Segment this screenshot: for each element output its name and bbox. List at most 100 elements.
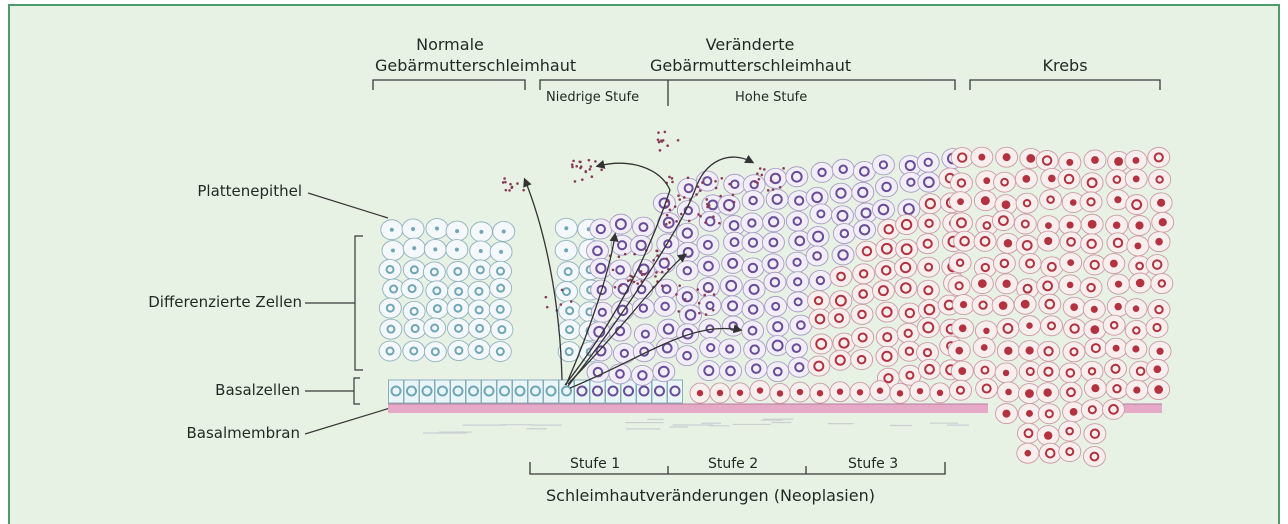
- virus-particle: [612, 269, 615, 272]
- dysplastic-cell: [895, 258, 917, 278]
- cancer-cell-nucleus: [1026, 346, 1034, 354]
- normal-cell-nucleus: [412, 246, 416, 250]
- dysplastic-cell-nucleus: [857, 389, 863, 395]
- cancer-cell: [1103, 315, 1125, 335]
- label-low-grade: Niedrige Stufe: [546, 90, 639, 105]
- dysplastic-cell: [876, 239, 898, 259]
- dysplastic-cell: [657, 234, 679, 254]
- dysplastic-cell: [852, 182, 874, 202]
- label-basalmembran: Basalmembran: [187, 424, 301, 442]
- virus-particle: [763, 168, 766, 171]
- cancer-cell-nucleus: [1048, 175, 1056, 183]
- dysplastic-cell: [762, 232, 784, 252]
- dysplastic-cell: [631, 365, 653, 385]
- virus-particle: [666, 214, 669, 217]
- dysplastic-cell: [830, 183, 852, 203]
- cancer-cell: [974, 360, 996, 380]
- header-cancer: Krebs: [1000, 55, 1130, 76]
- virus-particle: [574, 180, 577, 183]
- dysplastic-cell: [811, 162, 833, 182]
- virus-particle: [571, 166, 574, 169]
- cancer-cell-nucleus: [1133, 175, 1140, 182]
- virus-particle: [719, 195, 722, 198]
- dysplastic-cell: [918, 257, 940, 277]
- virus-particle: [619, 284, 622, 287]
- virus-particle: [665, 258, 668, 261]
- cancer-cell-nucleus: [1133, 386, 1140, 393]
- cancer-cell-nucleus: [1067, 282, 1074, 289]
- virus-particle: [697, 213, 700, 216]
- dysplastic-cell: [718, 195, 740, 215]
- cancer-cell: [1106, 170, 1128, 190]
- header-normal-line1: Normale: [375, 34, 525, 55]
- dysplastic-cell: [766, 189, 788, 209]
- cancer-cell-nucleus: [1134, 242, 1141, 249]
- cancer-cell: [1041, 257, 1063, 277]
- brace-differenzierte: [340, 236, 363, 370]
- dysplastic-cell: [767, 362, 789, 382]
- virus-particle: [677, 194, 680, 197]
- virus-particle: [503, 177, 506, 180]
- virus-particle: [545, 296, 548, 299]
- dysplastic-cell: [872, 199, 894, 219]
- header-changed-line1: Veränderte: [650, 34, 850, 55]
- cancer-cell-nucleus: [1024, 450, 1031, 457]
- dysplastic-cell: [744, 340, 766, 360]
- cancer-cell: [1019, 254, 1041, 274]
- virus-particle: [695, 193, 698, 196]
- cancer-cell-nucleus: [1115, 281, 1122, 288]
- virus-particle: [678, 284, 681, 287]
- virus-particle: [657, 131, 660, 134]
- dysplastic-cell: [788, 357, 810, 377]
- cancer-cell-nucleus: [1088, 220, 1097, 229]
- dysplastic-cell: [765, 168, 787, 188]
- dysplastic-cell: [897, 323, 919, 343]
- cancer-cell: [1146, 255, 1168, 275]
- normal-cell-nucleus: [391, 249, 395, 253]
- normal-cell: [468, 281, 490, 301]
- virus-particle: [654, 275, 657, 278]
- virus-particle: [699, 189, 702, 192]
- virus-particle: [779, 186, 782, 189]
- virus-particle: [666, 144, 669, 147]
- normal-cell-nucleus: [411, 227, 415, 231]
- virus-particle: [770, 179, 773, 182]
- normal-cell: [401, 279, 423, 299]
- cancer-cell-nucleus: [981, 344, 988, 351]
- dysplastic-cell: [656, 338, 678, 358]
- cancer-cell: [1059, 363, 1081, 383]
- virus-particle: [661, 284, 664, 287]
- virus-particle: [707, 290, 710, 293]
- cancer-cell: [1080, 192, 1102, 212]
- dysplastic-cell: [719, 339, 741, 359]
- dysplastic-cell: [807, 227, 829, 247]
- normal-cell: [468, 339, 490, 359]
- virus-particle: [698, 302, 701, 305]
- cancer-cell-nucleus: [1021, 300, 1030, 309]
- virus-particle: [706, 206, 709, 209]
- cancer-cell-nucleus: [1114, 157, 1123, 166]
- virus-particle: [728, 183, 731, 186]
- cancer-cell: [1064, 319, 1086, 339]
- dysplastic-cell: [875, 260, 897, 280]
- normal-cell: [469, 260, 491, 280]
- cancer-cell-nucleus: [1070, 303, 1078, 311]
- virus-particle: [668, 176, 671, 179]
- cancer-cell: [1059, 442, 1081, 462]
- cancer-cell-nucleus: [960, 301, 967, 308]
- cancer-cell-nucleus: [1132, 157, 1139, 164]
- cancer-cell: [949, 380, 971, 400]
- dysplastic-cell: [919, 194, 941, 214]
- cancer-cell-nucleus: [1070, 199, 1077, 206]
- cancer-cell-nucleus: [1002, 200, 1011, 209]
- dysplastic-cell: [763, 212, 785, 232]
- normal-cell: [447, 298, 469, 318]
- normal-cell: [379, 341, 401, 361]
- cancer-cell-nucleus: [1045, 222, 1052, 229]
- dysplastic-cell: [896, 215, 918, 235]
- dysplastic-cell: [609, 364, 631, 384]
- virus-particle: [715, 187, 718, 190]
- virus-particle: [733, 201, 736, 204]
- cancer-cell: [1080, 278, 1102, 298]
- cancer-cell: [1081, 400, 1103, 420]
